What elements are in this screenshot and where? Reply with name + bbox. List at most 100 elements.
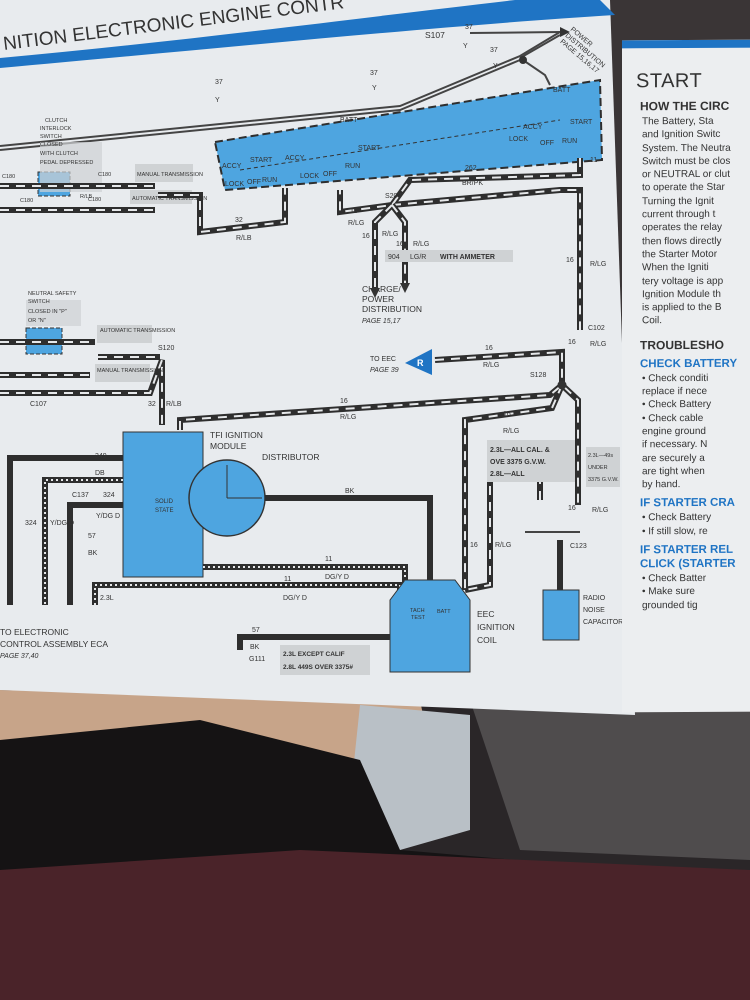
text-line: When the Igniti [642, 262, 709, 274]
wire-label: 16 [568, 505, 576, 512]
note-text: 2.3L EXCEPT CALIF [283, 651, 345, 658]
wire-label: 16 [566, 257, 574, 264]
wire-label: R/LG [590, 341, 606, 348]
relay-list: • Check Batter• Make sure grounded tig [622, 572, 750, 613]
text-line: then flows directly [642, 235, 722, 247]
connector-label: C180 [2, 174, 15, 180]
note-box [95, 364, 150, 382]
text-line: Coil. [642, 315, 663, 327]
wire-label: 32 [148, 401, 156, 408]
to-eec-arrow [405, 349, 432, 375]
svg-text:SWITCH: SWITCH [28, 299, 50, 305]
label: BATT [340, 117, 358, 124]
connector-label: C180 [88, 197, 101, 203]
module-label: MODULE [210, 441, 247, 451]
connector-label: C180 [98, 172, 111, 178]
wire-label: Y/DG D [96, 513, 120, 520]
splice-label: S207 [385, 193, 401, 200]
text-line: and Ignition Switc [642, 129, 721, 141]
connector-label: C107 [30, 401, 47, 408]
label: OFF [540, 140, 554, 147]
label: START [570, 119, 593, 126]
radio-noise-capacitor [542, 589, 580, 641]
wire-label: R/LG [483, 362, 499, 369]
text-line: The Battery, Sta [642, 115, 714, 128]
label: START [358, 145, 381, 152]
label: RUN [345, 163, 360, 170]
svg-text:PEDAL DEPRESSED: PEDAL DEPRESSED [40, 160, 93, 166]
cranks-list: • Check Battery• If still slow, re [622, 511, 750, 538]
connector-label: C180 [20, 198, 33, 204]
note-box [586, 447, 620, 487]
text-line: if necessary. N [642, 439, 708, 451]
label: 11 [590, 157, 597, 164]
how-heading: HOW THE CIRC [640, 98, 730, 114]
text-line: • Check Battery [642, 512, 712, 524]
wire-label: BK [345, 488, 355, 495]
wire-label: Y [372, 85, 377, 92]
eca-label: PAGE 37,40 [0, 653, 39, 660]
wire-label: 2.3L [100, 595, 114, 602]
svg-text:INTERLOCK: INTERLOCK [40, 126, 72, 132]
label: OFF [247, 179, 261, 186]
relay-heading-2: CLICK (STARTER [640, 557, 736, 571]
charge-label: CHARGE/ [362, 284, 401, 294]
eec-ignition-coil [389, 579, 471, 673]
splice-s107 [519, 56, 527, 64]
wire-label: Y [493, 63, 498, 70]
text-line: by hand. [642, 479, 681, 491]
wire-57-bk [237, 634, 395, 650]
wire-label: BK [88, 550, 98, 557]
splice-label: S120 [158, 345, 174, 352]
wire-label: Y [463, 43, 468, 50]
wire-label: Y/DG D [50, 520, 74, 527]
svg-text:SWITCH: SWITCH [40, 134, 62, 140]
wire-label: 16 [485, 345, 493, 352]
wire-label: R/LG [590, 261, 606, 268]
wire-label: DG/Y D [283, 595, 307, 602]
note-text: 3375 G.V.W. [588, 477, 619, 483]
wire-37-power [519, 34, 561, 59]
module-label: SOLID [155, 499, 174, 505]
svg-text:WITH CLUTCH: WITH CLUTCH [40, 151, 78, 157]
text-line: Turning the Ignit [642, 195, 714, 208]
note-box [97, 325, 152, 343]
module-label: TFI IGNITION [210, 430, 263, 440]
wire-label: R/LG [348, 220, 364, 227]
arrow-icon [400, 283, 410, 293]
to-eec-label: PAGE 39 [370, 367, 399, 374]
wire-label: 37 [490, 47, 498, 54]
wire-32-rlb [158, 188, 288, 236]
text-line: or NEUTRAL or clut [642, 168, 730, 181]
text-line: operates the relay [642, 222, 723, 234]
note-text: 2.8L 449S OVER 3375# [283, 664, 353, 671]
trans-label: MANUAL TRANSMISSION [137, 172, 203, 178]
trans-label: AUTOMATIC TRANSMISSION [100, 328, 175, 334]
check-battery-heading: CHECK BATTERY [640, 357, 738, 371]
distributor-rotor [226, 465, 262, 499]
text-line: to operate the Star [642, 182, 725, 194]
wire-label: 16 [340, 398, 348, 405]
label: START [250, 157, 273, 164]
wire-label: 904 [388, 254, 400, 261]
wire-label: 11 [325, 556, 332, 563]
wire-label: R/LG [503, 428, 519, 435]
wire-label: 57 [88, 533, 96, 540]
note-box [280, 645, 370, 675]
trans-label: MANUAL TRANSMISSION [97, 368, 163, 374]
wire-37-batt [519, 57, 551, 86]
wire-label: 262 [465, 165, 477, 172]
wire-label: 16 [568, 339, 576, 346]
wire-label: 16 [396, 241, 404, 248]
wire-37-upper [0, 31, 561, 147]
coil-label: TEST [411, 615, 426, 621]
floor [470, 700, 750, 860]
relay-heading: IF STARTER REL [640, 543, 734, 557]
wire-label: BK [250, 644, 260, 651]
text-line: Ignition Module th [642, 288, 721, 301]
text-line: • Make sure [642, 586, 695, 598]
svg-text:CLOSED: CLOSED [40, 142, 63, 148]
troubleshoot-heading: TROUBLESHO [640, 337, 724, 353]
